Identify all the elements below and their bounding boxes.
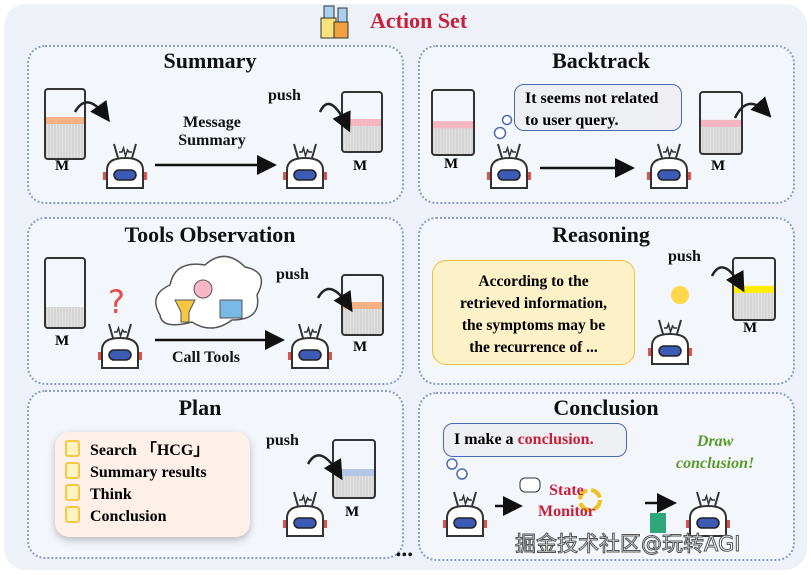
boxes-icon xyxy=(323,5,335,19)
memory-container xyxy=(431,89,475,156)
memory-container xyxy=(44,88,86,160)
memory-label: M xyxy=(711,158,725,174)
check-icon xyxy=(650,513,666,533)
boxes-icon xyxy=(333,21,349,39)
question-mark-icon: ? xyxy=(108,283,125,321)
draw-conclusion-label: Draw conclusion! xyxy=(676,431,754,475)
plan-item-label: Conclusion xyxy=(90,508,167,525)
robot-icon xyxy=(287,323,333,369)
memory-label: M xyxy=(345,504,359,520)
memory-band xyxy=(733,285,775,293)
robot-icon xyxy=(486,143,532,189)
memory-label: M xyxy=(353,158,367,174)
conclusion-thought-bubble: I make a conclusion. xyxy=(443,423,627,457)
memory-band xyxy=(432,121,474,129)
plan-item-label: Summary results xyxy=(90,464,207,481)
checkbox-icon[interactable] xyxy=(65,440,80,457)
plan-item: Think xyxy=(65,484,250,506)
draw-label: Draw xyxy=(696,433,734,450)
reasoning-title: Reasoning xyxy=(552,222,650,247)
robot-icon xyxy=(102,143,148,189)
checkbox-icon[interactable] xyxy=(65,462,80,479)
tools-title: Tools Observation xyxy=(124,222,296,247)
plan-item-label: Search 「HCG」 xyxy=(90,442,210,459)
reasoning-line: retrieved information, xyxy=(460,295,607,312)
call-tools-label: Call Tools xyxy=(172,349,241,366)
robot-icon xyxy=(647,319,693,365)
memory-label: M xyxy=(55,158,69,174)
robot-icon xyxy=(282,143,328,189)
plan-item-label: Think xyxy=(90,486,132,503)
memory-label: M xyxy=(444,156,458,172)
thought-dot xyxy=(501,114,513,126)
plan-item: Conclusion xyxy=(65,506,250,528)
reasoning-line: the recurrence of ... xyxy=(469,339,598,356)
funnel-icon xyxy=(174,299,196,323)
plan-checklist: Search 「HCG」 Summary results Think Concl… xyxy=(55,432,250,537)
push-label: push xyxy=(668,248,701,265)
plan-item: Summary results xyxy=(65,462,250,484)
conclusion-title: Conclusion xyxy=(553,395,659,420)
message-label: Message xyxy=(183,114,241,131)
lightbulb-icon xyxy=(671,286,689,304)
push-label: push xyxy=(268,87,301,104)
backtrack-title: Backtrack xyxy=(552,48,650,73)
thought-dot xyxy=(446,458,458,470)
memory-container xyxy=(699,91,743,155)
robot-icon xyxy=(97,323,143,369)
plan-title: Plan xyxy=(178,395,222,420)
memory-label: M xyxy=(743,320,757,336)
robot-icon xyxy=(442,491,488,537)
cycle-icon xyxy=(578,488,602,512)
push-label: push xyxy=(276,266,309,283)
reasoning-line: According to the xyxy=(478,273,589,290)
memory-band xyxy=(342,302,383,309)
curved-arrow-icon xyxy=(318,102,351,133)
backtrack-thought-bubble: It seems not related to user query. xyxy=(514,84,682,131)
ellipsis: ••• xyxy=(396,548,414,563)
robot-icon xyxy=(646,143,692,189)
checkbox-icon[interactable] xyxy=(65,506,80,523)
memory-band xyxy=(45,117,85,124)
memory-band xyxy=(333,469,375,476)
boxes-icon xyxy=(337,7,348,23)
memory-fill xyxy=(45,307,85,328)
memory-band xyxy=(342,119,382,126)
thought-dot xyxy=(493,126,507,140)
checkbox-icon[interactable] xyxy=(65,484,80,501)
push-label: push xyxy=(266,432,299,449)
summary-label: Summary xyxy=(178,132,246,149)
reasoning-text-box: According to the retrieved information, … xyxy=(432,260,635,365)
curved-arrow-icon xyxy=(733,96,772,119)
monitor-label: Monitor xyxy=(538,503,595,520)
thought-highlight: conclusion. xyxy=(517,431,594,448)
reasoning-line: the symptoms may be xyxy=(461,317,606,334)
action-set-title: Action Set xyxy=(370,8,468,33)
curved-arrow-icon xyxy=(73,99,110,123)
curved-arrow-icon xyxy=(316,287,353,313)
memory-label: M xyxy=(55,333,69,349)
vr-headset-icon xyxy=(519,477,541,493)
memory-container xyxy=(44,257,86,329)
curved-arrow-icon xyxy=(306,454,343,481)
thought-dot xyxy=(456,468,468,480)
watermark: 掘金技术社区@玩转AGI xyxy=(514,532,741,557)
conclusion-label: conclusion! xyxy=(676,455,755,472)
thought-prefix: I make a xyxy=(454,431,518,448)
folder-icon xyxy=(219,299,243,319)
memory-label: M xyxy=(353,339,367,355)
plan-item: Search 「HCG」 xyxy=(65,440,250,462)
curved-arrow-icon xyxy=(710,266,745,293)
brain-icon xyxy=(193,279,213,299)
state-label: State xyxy=(549,482,584,499)
robot-icon xyxy=(282,491,328,537)
memory-band xyxy=(700,119,742,127)
summary-title: Summary xyxy=(163,48,257,73)
